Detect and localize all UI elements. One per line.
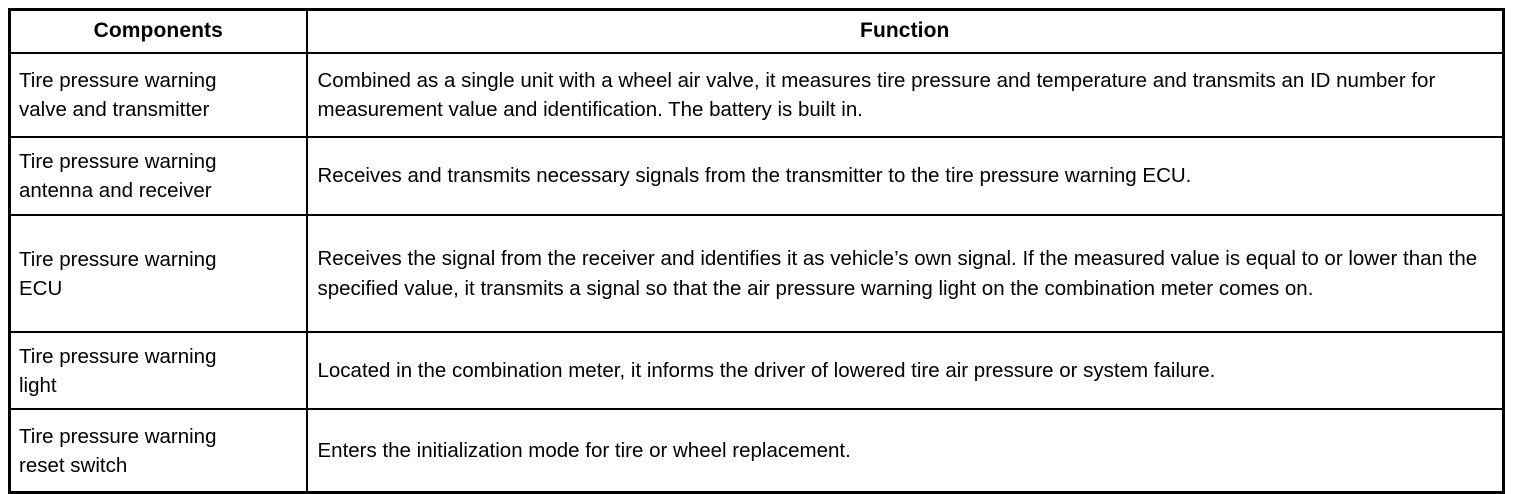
document-page: Components Function Tire pressure warnin… xyxy=(8,8,1505,494)
table-row: Tire pressure warning ECU Receives the s… xyxy=(8,214,1505,333)
component-name-cell: Tire pressure warning antenna and receiv… xyxy=(8,136,308,216)
component-name-cell: Tire pressure warning light xyxy=(8,331,308,410)
component-function-cell: Enters the initialization mode for tire … xyxy=(305,408,1505,494)
components-function-table: Components Function Tire pressure warnin… xyxy=(8,8,1505,494)
component-function-cell: Combined as a single unit with a wheel a… xyxy=(305,52,1505,138)
column-header-components: Components xyxy=(8,8,308,54)
table-row: Tire pressure warning light Located in t… xyxy=(8,331,1505,410)
table-row: Tire pressure warning reset switch Enter… xyxy=(8,408,1505,494)
component-name-cell: Tire pressure warning reset switch xyxy=(8,408,308,494)
table-row: Tire pressure warning valve and transmit… xyxy=(8,52,1505,138)
table-header-row: Components Function xyxy=(8,8,1505,54)
component-function-cell: Receives and transmits necessary signals… xyxy=(305,136,1505,216)
component-function-cell: Located in the combination meter, it inf… xyxy=(305,331,1505,410)
component-name-cell: Tire pressure warning ECU xyxy=(8,214,308,333)
column-header-function: Function xyxy=(305,8,1505,54)
table-header: Components Function xyxy=(8,8,1505,54)
table-body: Tire pressure warning valve and transmit… xyxy=(8,52,1505,494)
component-function-cell: Receives the signal from the receiver an… xyxy=(305,214,1505,333)
component-name-cell: Tire pressure warning valve and transmit… xyxy=(8,52,308,138)
table-row: Tire pressure warning antenna and receiv… xyxy=(8,136,1505,216)
